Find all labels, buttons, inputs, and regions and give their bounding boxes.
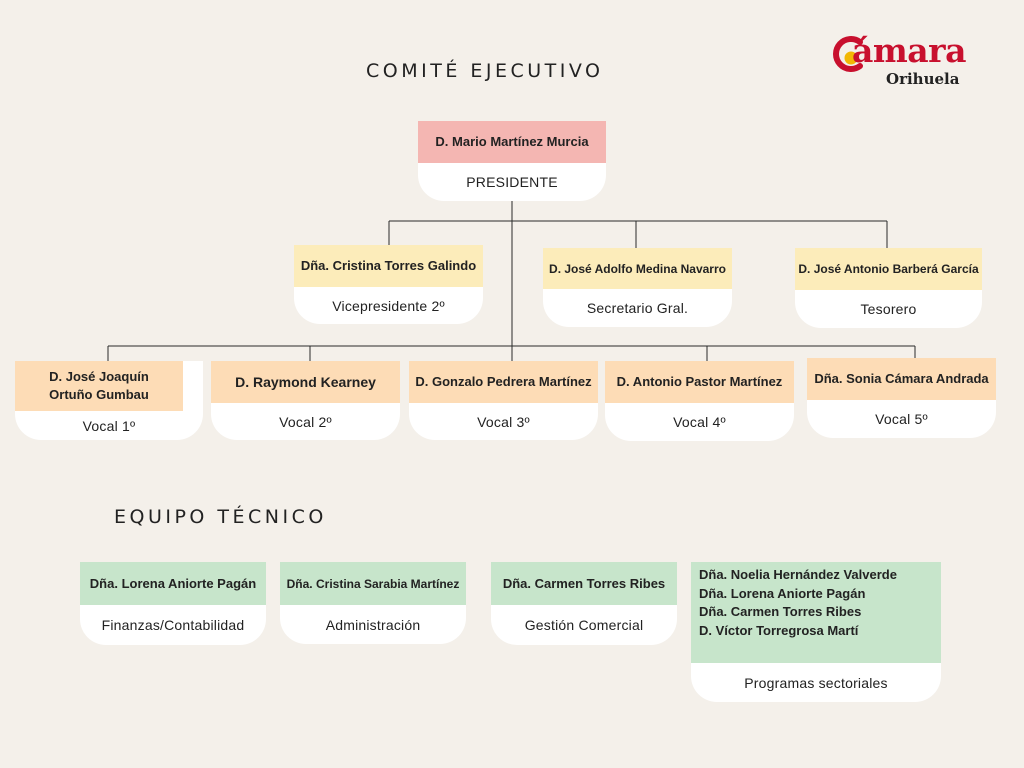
technical-name: Dña. Carmen Torres Ribes [491,562,677,605]
vocal-name: D. Gonzalo Pedrera Martínez [409,361,598,403]
vocal-role: Vocal 5º [875,411,928,427]
vocal-role: Vocal 4º [673,414,726,430]
executive-committee-title: COMITÉ EJECUTIVO [366,60,604,82]
vocal-card-1: D. José Joaquín Ortuño Gumbau Vocal 1º [15,361,203,440]
technical-card-administration: Dña. Cristina Sarabia Martínez Administr… [280,562,466,644]
technical-name: Dña. Lorena Aniorte Pagán [80,562,266,605]
technical-card-commercial: Dña. Carmen Torres Ribes Gestión Comerci… [491,562,677,645]
camara-orihuela-logo: ámara Orihuela [832,34,992,90]
vocal-card-4: D. Antonio Pastor Martínez Vocal 4º [605,361,794,441]
officer-name: Dña. Cristina Torres Galindo [294,245,483,287]
officer-card-treasurer: D. José Antonio Barberá García Tesorero [795,248,982,328]
vocal-name: D. Antonio Pastor Martínez [605,361,794,403]
technical-role: Finanzas/Contabilidad [101,617,245,633]
technical-card-sector-programs: Dña. Noelia Hernández Valverde Dña. Lore… [691,562,941,702]
vocal-card-3: D. Gonzalo Pedrera Martínez Vocal 3º [409,361,598,440]
technical-name-list: Dña. Noelia Hernández Valverde Dña. Lore… [691,562,941,663]
logo-c-mark-icon [833,36,863,72]
technical-team-title: EQUIPO TÉCNICO [114,506,327,528]
president-name: D. Mario Martínez Murcia [418,121,606,163]
vocal-name: Dña. Sonia Cámara Andrada [807,358,996,400]
technical-role: Gestión Comercial [524,617,644,633]
officer-name: D. José Antonio Barberá García [795,248,982,290]
president-card: D. Mario Martínez Murcia PRESIDENTE [418,121,606,201]
officer-name: D. José Adolfo Medina Navarro [543,248,732,289]
vocal-card-2: D. Raymond Kearney Vocal 2º [211,361,400,440]
officer-card-secretary: D. José Adolfo Medina Navarro Secretario… [543,248,732,327]
vocal-name: D. José Joaquín Ortuño Gumbau [15,361,183,411]
officer-role: Secretario Gral. [586,300,689,316]
vocal-role: Vocal 3º [477,413,530,430]
vocal-card-5: Dña. Sonia Cámara Andrada Vocal 5º [807,358,996,438]
officer-card-vicepresident: Dña. Cristina Torres Galindo Vicepreside… [294,245,483,324]
technical-name: Dña. Cristina Sarabia Martínez [280,562,466,605]
technical-card-finance: Dña. Lorena Aniorte Pagán Finanzas/Conta… [80,562,266,645]
vocal-role: Vocal 2º [279,413,332,430]
logo-subtitle: Orihuela [886,70,960,88]
president-role: PRESIDENTE [466,174,558,190]
vocal-name: D. Raymond Kearney [211,361,400,403]
logo-word: ámara [852,31,966,70]
officer-role: Tesorero [860,301,917,317]
vocal-role: Vocal 1º [82,417,136,434]
technical-role: Programas sectoriales [744,674,888,691]
officer-role: Vicepresidente 2º [332,297,445,314]
technical-role: Administración [325,616,421,633]
